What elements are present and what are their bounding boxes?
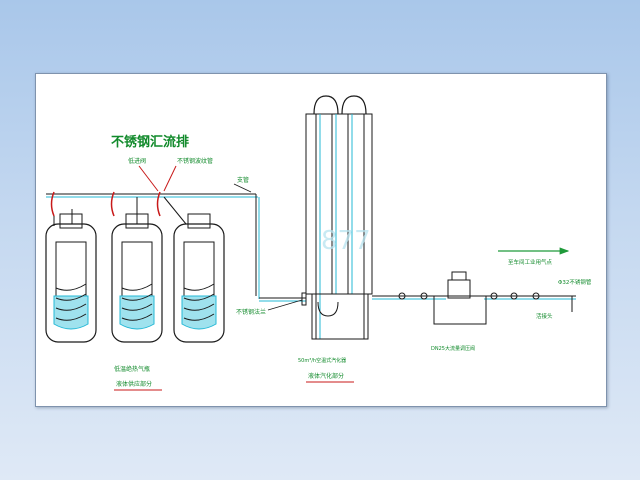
hose-label: 不锈钢波纹管 bbox=[177, 157, 213, 165]
cylinder-3 bbox=[156, 191, 225, 343]
regulator-label: DN25大流量调压阀 bbox=[431, 345, 475, 352]
flange-label: 不锈钢法兰 bbox=[236, 308, 266, 316]
cylinder-2 bbox=[110, 191, 163, 343]
pipe-label: Φ32不锈钢管 bbox=[558, 278, 592, 286]
vaporizer-section-label: 液体汽化部分 bbox=[308, 372, 344, 380]
vaporizer-label: 50m³/h空温式汽化器 bbox=[298, 357, 346, 364]
flow-direction-label: 至车间工业用气点 bbox=[508, 258, 553, 266]
outlet-piping bbox=[372, 271, 576, 325]
branch-label: 支管 bbox=[237, 176, 249, 184]
manifold-title: 不锈钢汇流排 bbox=[111, 134, 189, 150]
process-diagram: 877 不锈钢汇流排 低进阀 不锈钢波纹管 支管 不锈钢法兰 低温绝热气瓶 液体… bbox=[45, 95, 592, 391]
manifold-pipe bbox=[46, 193, 307, 306]
flange-mark bbox=[301, 292, 307, 306]
valve-label: 低进阀 bbox=[128, 157, 146, 165]
storage-section-label: 液体供应部分 bbox=[116, 380, 152, 388]
watermark-text: 877 bbox=[321, 226, 371, 256]
leader-lines bbox=[138, 165, 303, 311]
diagram-sheet: 877 不锈钢汇流排 低进阀 不锈钢波纹管 支管 不锈钢法兰 低温绝热气瓶 液体… bbox=[35, 73, 607, 407]
cylinder-label: 低温绝热气瓶 bbox=[114, 365, 150, 373]
regulator-valve bbox=[447, 279, 471, 299]
hose-end-label: 活接头 bbox=[536, 312, 553, 320]
vaporizer bbox=[305, 95, 373, 340]
cylinder-1 bbox=[45, 191, 97, 343]
